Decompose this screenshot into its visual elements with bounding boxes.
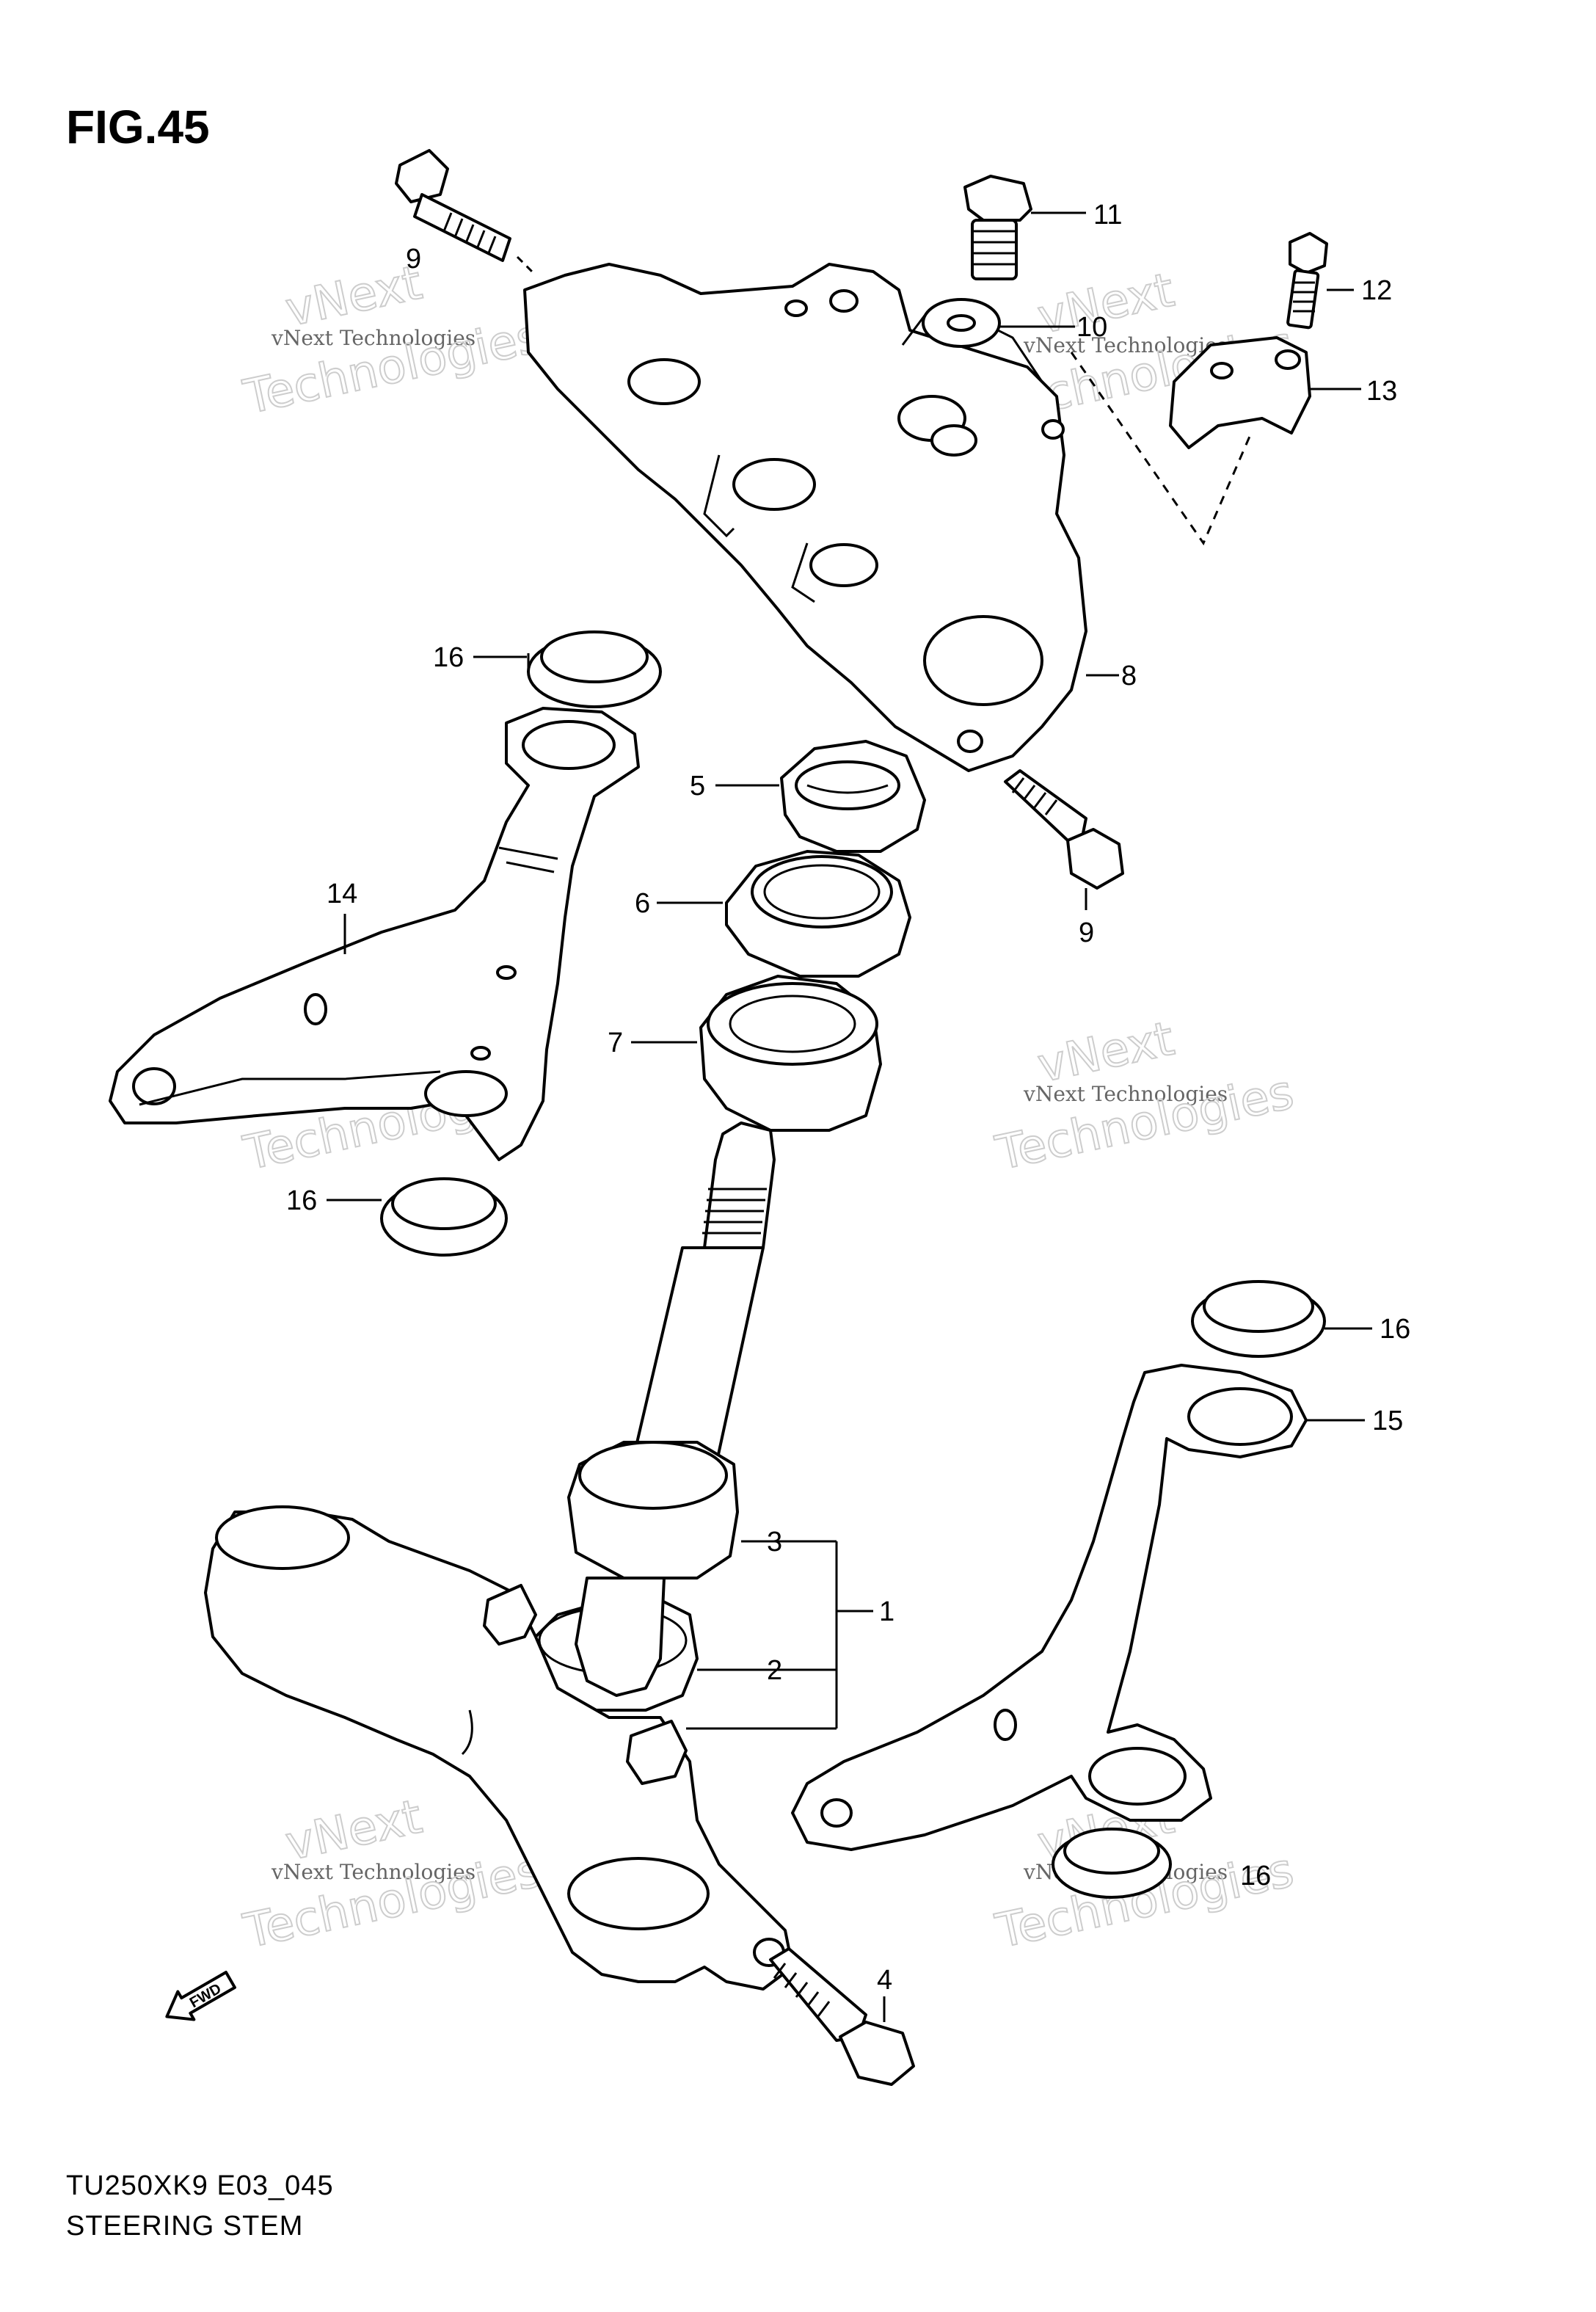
part-8-upper-bracket	[523, 263, 1119, 772]
callout-14: 14	[327, 879, 357, 909]
part-14-left-bracket	[109, 707, 640, 1161]
part-11-bolt	[963, 175, 1086, 280]
part-6-dust-seal	[657, 850, 911, 978]
part-9-bolt-side	[1004, 769, 1124, 910]
watermark-text: vNext Technologies	[271, 326, 475, 350]
callout-16-upper-right: 16	[1380, 1314, 1410, 1345]
part-5-nut	[715, 740, 926, 853]
callout-11: 11	[1093, 200, 1122, 230]
callout-7: 7	[608, 1028, 623, 1058]
watermark-text: vNext Technologies	[1023, 333, 1228, 357]
part-15-right-bracket	[791, 1364, 1365, 1851]
callout-9-side: 9	[1079, 917, 1094, 948]
callout-1: 1	[879, 1596, 894, 1627]
part-4-bolt	[769, 1947, 915, 2086]
callout-labels: 9 11 12 10 13 8 16 5 6 14 9 7 16 16 15 3…	[286, 200, 1410, 1996]
part-10-washer	[922, 298, 1075, 348]
callout-16-top-left: 16	[433, 642, 464, 673]
callout-13: 13	[1366, 376, 1397, 407]
watermark-text: vNext Technologies	[271, 1860, 475, 1884]
callout-10: 10	[1076, 312, 1107, 343]
part-16-ring-upper-right	[1191, 1280, 1372, 1358]
callout-5: 5	[690, 771, 705, 801]
callout-16-lower-right: 16	[1240, 1861, 1271, 1891]
watermark-text: vNext Technologies	[1023, 1082, 1228, 1106]
part-16-ring-top-left	[473, 630, 662, 708]
part-12-bolt	[1286, 232, 1354, 330]
callout-8: 8	[1121, 661, 1137, 691]
model-code: TU250XK9 E03_045	[66, 2170, 334, 2201]
fwd-arrow-icon: FWD	[165, 1971, 236, 2021]
part-1-steering-stem	[204, 1122, 873, 1991]
part-16-ring-lower-left	[327, 1177, 508, 1257]
callout-16-lower-left: 16	[286, 1185, 317, 1216]
callout-2: 2	[767, 1655, 782, 1686]
callout-4: 4	[877, 1965, 892, 1996]
callout-3: 3	[767, 1527, 782, 1557]
part-13-holder-cap	[1070, 336, 1361, 546]
part-7-bearing	[631, 975, 882, 1132]
callout-15: 15	[1372, 1406, 1403, 1436]
callout-6: 6	[635, 888, 650, 919]
callout-12: 12	[1361, 275, 1392, 306]
part-9-bolt-top	[395, 149, 537, 277]
callout-9-top: 9	[406, 244, 421, 275]
part-16-ring-lower-right	[1052, 1828, 1172, 1899]
figure-title: FIG.45	[66, 101, 210, 153]
section-name: STEERING STEM	[66, 2211, 303, 2242]
